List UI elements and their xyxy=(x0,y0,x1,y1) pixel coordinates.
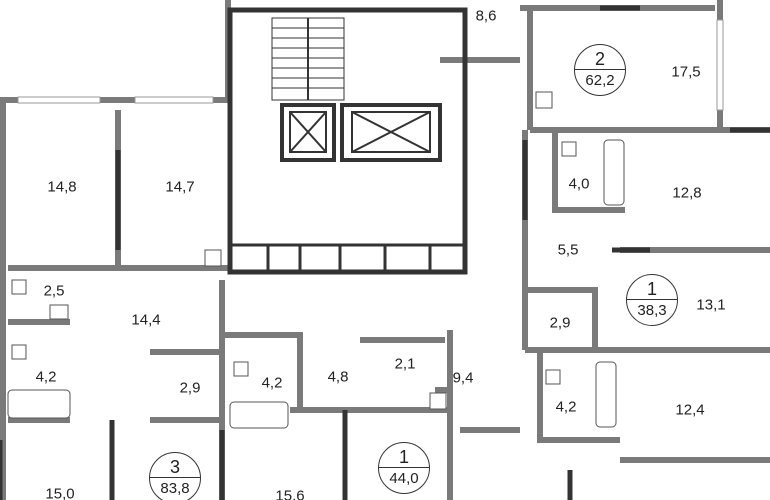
room-area: 4,2 xyxy=(35,368,57,386)
apartment-area: 62,2 xyxy=(585,72,615,89)
room-area: 2,9 xyxy=(549,314,571,332)
apartment-rooms: 1 xyxy=(379,443,429,468)
room-area: 14,4 xyxy=(131,311,161,329)
bath-fixtures-icon xyxy=(7,91,625,429)
apartment-area: 83,8 xyxy=(160,480,190,497)
room-area: 12,8 xyxy=(672,184,702,202)
apartment-area: 38,3 xyxy=(637,302,667,319)
room-area: 13,1 xyxy=(696,296,726,314)
room-area: 8,6 xyxy=(475,7,497,25)
room-area: 9,4 xyxy=(452,369,474,387)
room-area: 4,2 xyxy=(261,374,283,392)
room-area: 12,4 xyxy=(675,401,705,419)
room-area: 17,5 xyxy=(671,63,701,81)
apartment-rooms: 2 xyxy=(575,45,625,70)
apartment-rooms: 1 xyxy=(627,275,677,300)
apartment-area: 44,0 xyxy=(389,470,419,487)
room-area: 4,0 xyxy=(568,175,590,193)
apartment-rooms: 3 xyxy=(150,453,200,478)
room-area: 2,1 xyxy=(394,355,416,373)
room-area: 14,8 xyxy=(47,178,77,196)
elevator-icon xyxy=(280,103,442,162)
room-area: 15,6 xyxy=(275,487,305,500)
room-area: 14,7 xyxy=(165,178,195,196)
room-area: 4,8 xyxy=(327,368,349,386)
room-area: 2,5 xyxy=(43,282,65,300)
stairs-icon xyxy=(271,17,345,101)
room-area: 15,0 xyxy=(45,485,75,500)
room-area: 2,9 xyxy=(179,379,201,397)
room-area: 5,5 xyxy=(557,241,579,259)
room-area: 4,2 xyxy=(555,398,577,416)
